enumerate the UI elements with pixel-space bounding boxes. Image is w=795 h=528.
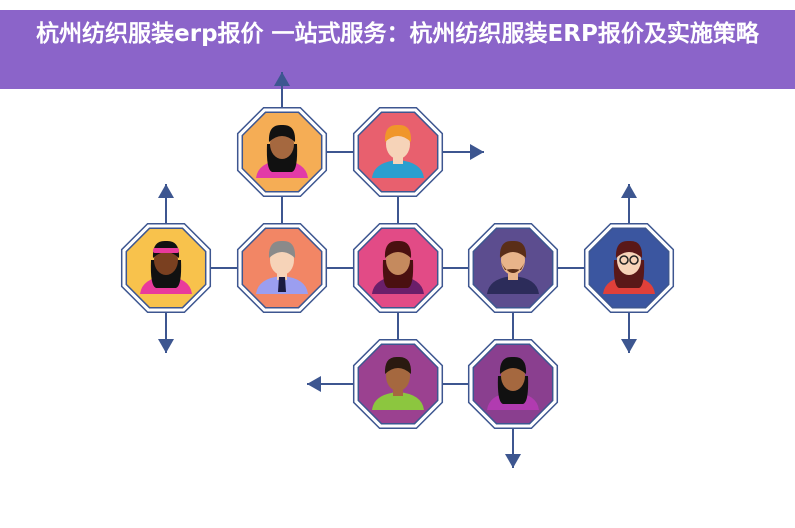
arrow-head-icon — [621, 339, 637, 353]
person-node-woman-ponytail — [236, 106, 328, 198]
avatar-icon — [372, 240, 424, 294]
person-node-man-tie — [236, 222, 328, 314]
avatar-icon — [487, 240, 539, 294]
avatar-icon — [372, 124, 424, 178]
person-node-man-beard — [467, 222, 559, 314]
person-node-woman-glasses — [583, 222, 675, 314]
arrow-head-icon — [505, 454, 521, 468]
arrow-head-icon — [158, 184, 174, 198]
avatar-icon — [256, 240, 308, 294]
arrow-head-icon — [621, 184, 637, 198]
arrow-head-icon — [307, 376, 321, 392]
arrows — [158, 72, 637, 468]
arrow-head-icon — [470, 144, 484, 160]
person-node-woman-headband — [120, 222, 212, 314]
person-nodes — [120, 106, 675, 430]
person-node-man-redhead — [352, 106, 444, 198]
avatar-icon — [487, 356, 539, 410]
avatar-icon — [603, 240, 655, 294]
avatar-icon — [256, 124, 308, 178]
avatar-icon — [372, 356, 424, 410]
person-node-man-green — [352, 338, 444, 430]
page-title: 杭州纺织服装erp报价 一站式服务：杭州纺织服装ERP报价及实施策略 — [0, 10, 795, 89]
arrow-head-icon — [274, 72, 290, 86]
avatar-icon — [140, 240, 192, 294]
arrow-head-icon — [158, 339, 174, 353]
person-node-woman-curly — [467, 338, 559, 430]
person-node-woman-bun — [352, 222, 444, 314]
